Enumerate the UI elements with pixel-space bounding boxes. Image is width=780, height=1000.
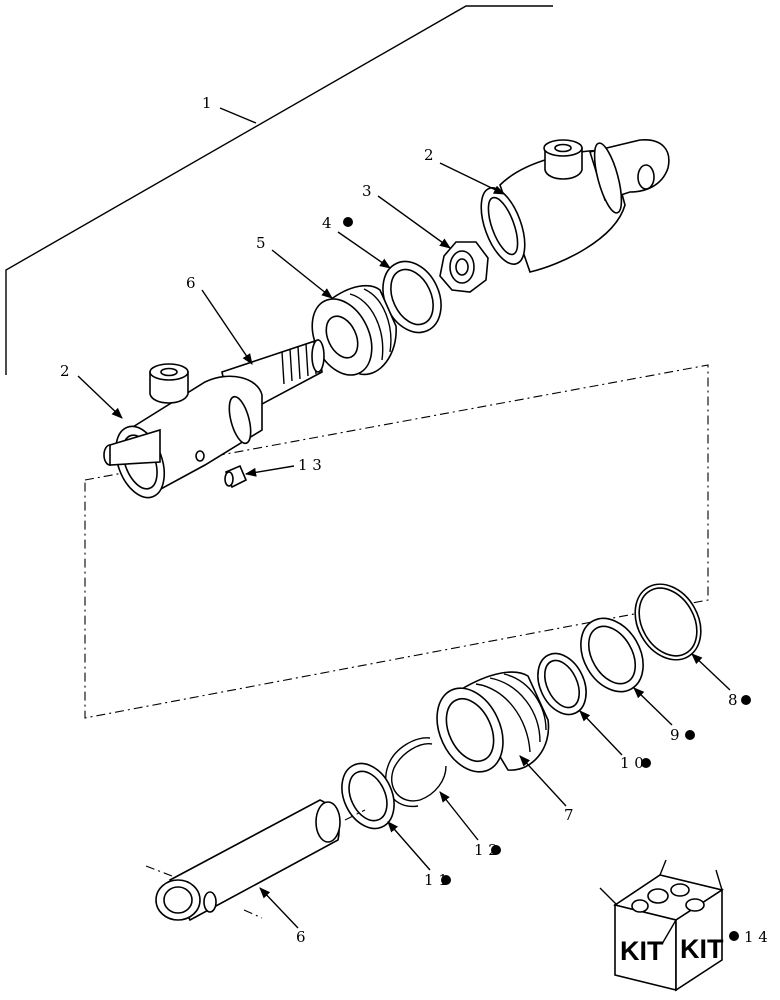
snap-ring (385, 737, 447, 808)
kit-bullet-11 (441, 875, 451, 885)
ring-10 (537, 652, 587, 716)
assembly-bracket (5, 5, 553, 375)
kit-label-right: KIT (680, 934, 724, 964)
piston (311, 284, 397, 376)
kit-bullet-4 (343, 217, 353, 227)
kit-bullet-8 (741, 695, 751, 705)
callout-14: 1 4 (744, 928, 768, 946)
cylinder-body-left (103, 363, 263, 499)
kit-label-left: KIT (620, 936, 664, 966)
callout-5: 5 (256, 234, 266, 252)
callout-7: 7 (564, 806, 574, 824)
callout-6-top: 6 (186, 274, 196, 292)
packing (436, 671, 550, 773)
kit-bullet-14 (729, 931, 739, 941)
callout-12: 1 2 (474, 841, 498, 859)
callout-2-right: 2 (424, 146, 434, 164)
kit-bullet-12 (491, 845, 501, 855)
kit-bullet-9 (685, 730, 695, 740)
callout-8: 8 (728, 691, 738, 709)
callout-3: 3 (362, 182, 372, 200)
ring-8 (634, 583, 702, 661)
rod-end-right (480, 139, 670, 273)
callout-1: 1 (202, 94, 212, 112)
rod (145, 799, 366, 922)
kit-bullet-10 (641, 758, 651, 768)
callout-13: 1 3 (298, 456, 322, 474)
callout-labels: 1 2 3 4 5 6 2 1 3 8 9 1 0 7 1 2 1 1 6 1 … (60, 94, 768, 946)
callout-10: 1 0 (620, 754, 644, 772)
kit-box: KIT KIT (599, 859, 724, 992)
nut (439, 241, 489, 293)
ring-9 (580, 617, 644, 693)
leader-arrows (77, 162, 731, 929)
callout-9: 9 (670, 726, 680, 744)
ring-11 (341, 762, 395, 830)
callout-4: 4 (322, 214, 332, 232)
callout-11: 1 1 (424, 871, 448, 889)
set-screw (224, 464, 248, 489)
callout-6-bottom: 6 (296, 928, 306, 946)
group-outline (84, 364, 709, 719)
callout-2-left: 2 (60, 362, 70, 380)
